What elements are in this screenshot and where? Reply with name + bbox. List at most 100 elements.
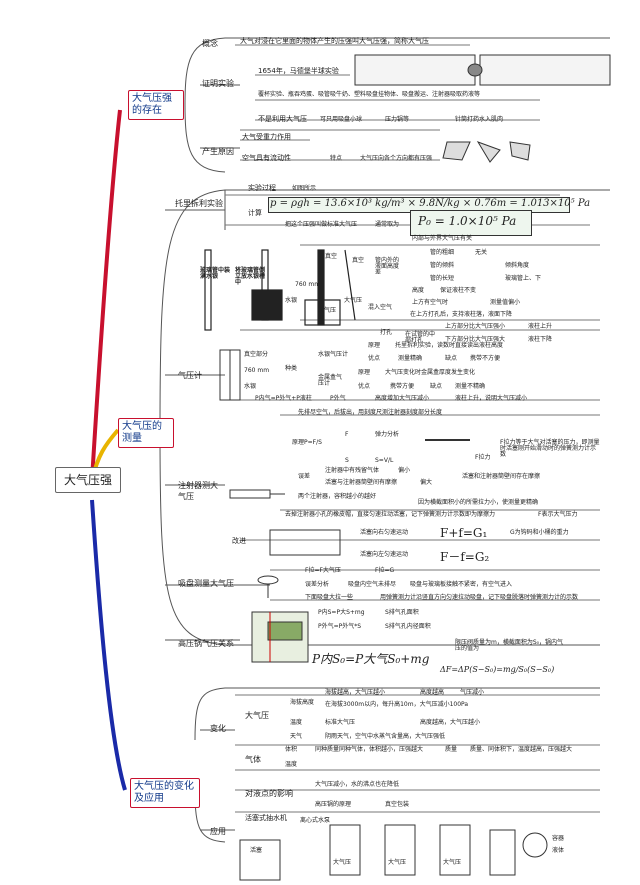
app-img-0: 活塞	[250, 847, 263, 854]
effect-b: 高压锅的原理	[315, 801, 352, 808]
suction-c1: 用弹簧测力计沿竖直方向匀速拉动吸盘，记下吸盘脱落时弹簧测力计的示数	[380, 594, 579, 601]
leak-a: 上方有空气时	[412, 299, 449, 306]
leak-b3: 下方部分比大气压强大	[445, 336, 506, 343]
alt-label: 海拔高度	[290, 699, 315, 706]
suction-b2: 吸盘与玻璃板接触不紧密，有空气进入	[410, 581, 513, 588]
img-label-3: 760 mm	[295, 281, 321, 288]
cause-b2: 大气压向各个方向都有压强	[360, 155, 433, 162]
merc-2: 优点	[368, 355, 381, 362]
std-note: 把这个压强叫做标准大气压	[285, 221, 358, 228]
merc-4: 缺点	[445, 355, 458, 362]
baro-alt3: 高度增加大气压减小	[375, 395, 430, 402]
syr-error-b: 活塞与注射器筒壁间有摩擦	[325, 479, 398, 486]
syr-eq2: F－f=G₂	[440, 550, 490, 564]
variation-label: 变化	[210, 724, 226, 733]
app-label: 应用	[210, 827, 226, 836]
tube-res-2: 玻璃管上、下	[505, 275, 542, 282]
gas-v: 体积	[285, 746, 298, 753]
std-note2: 通常取为	[375, 221, 400, 228]
std-pressure-box	[410, 210, 532, 236]
std-pressure: P₀ = 1.0×10⁵ Pa	[418, 214, 517, 228]
root-node[interactable]: 大气压强	[55, 467, 122, 493]
syr-error-a1: 偏小	[398, 467, 411, 474]
leak-a1: 测量值偏小	[490, 299, 521, 306]
merc-3: 测量精确	[398, 355, 423, 362]
gas-b: 温度	[285, 761, 298, 768]
merc-5: 携带不方便	[470, 355, 501, 362]
leak-b0: 在上方打孔后，支持液柱落，液面下降	[410, 311, 513, 318]
suction-a: F拉=F大气压	[305, 567, 341, 574]
branch-existence[interactable]: 大气压强的存在	[128, 90, 184, 120]
proof-b: 覆杯实验、瓶吞鸡蛋、吸管吸牛奶、塑料吸盘挂物体、吸盘搬运、注射器吸取药液等	[258, 91, 481, 98]
baro-mercury: 水银气压计	[318, 351, 349, 358]
cooker-a: P内S=P大S+mg	[318, 609, 365, 616]
pressure-shapes-image	[442, 141, 531, 163]
syr-error: 误差	[298, 473, 311, 480]
syr-improve: 改进	[232, 537, 246, 545]
cause-a: 大气受重力作用	[242, 133, 291, 141]
baro-alt4: 液柱上升，说明大气压减小	[455, 395, 528, 402]
baro-aneroid: 金属盒气压计	[318, 374, 343, 387]
cooker-eq2: ΔF=ΔP(S−S₀)=mg/S₀(S−S₀)	[440, 665, 555, 674]
app-img-5: 液体	[552, 847, 565, 854]
torricelli-image	[204, 249, 356, 331]
app-img-1: 大气压	[333, 859, 352, 866]
syringe-step: 先排尽空气，后拔出，用刻度尺测注射器刻度部分长度	[298, 409, 443, 416]
gas-a: 同种质量同种气体，体积越小，压强越大	[315, 746, 424, 753]
gas-c: 质量	[445, 746, 458, 753]
app-img-2: 大气压	[388, 859, 407, 866]
weather-a: 阴雨天气，空气中水蒸气含量高，大气压强低	[325, 733, 446, 740]
syringe-image	[229, 439, 470, 556]
tube-sub-1: 管的粗细	[430, 249, 455, 256]
tube-height: 高度	[412, 287, 425, 294]
branch-measure[interactable]: 大气压的测量	[118, 418, 174, 448]
tube-sub-2: 管的倾斜	[430, 262, 455, 269]
tube-sub-3: 管的长短	[430, 275, 455, 282]
effect-a: 大气压减小，水的沸点也在降低	[315, 781, 400, 788]
concept-label: 概念	[202, 39, 218, 48]
baro-img-1: 760 mm	[244, 367, 270, 374]
merc-0: 原理	[368, 342, 381, 349]
syr-two-note: 因为横截面积小的所需拉力小，使测量更精确	[418, 499, 539, 506]
leak-b4: 液柱上升	[528, 323, 553, 330]
baro-img-0: 真空部分	[244, 351, 269, 358]
calc-equation: p = ρgh = 13.6×10³ kg/m³ × 9.8N/kg × 0.7…	[270, 198, 591, 209]
img-label-2: 水银	[285, 297, 298, 304]
app-b: 离心式水泵	[300, 817, 331, 824]
syr-eq1: F+f=G₁	[440, 526, 488, 540]
gas-c1: 质量、同体积下，温度越高，压强越大	[470, 746, 573, 753]
img-label-0: 玻璃管中装满水银	[200, 267, 231, 280]
syr-eq1-note: G为钩码和小桶的重力	[510, 529, 569, 536]
syringe-label: 注射器测大气压	[178, 481, 218, 501]
pressure-cooker-image	[251, 611, 309, 663]
proof-c: 不是利用大气压	[258, 115, 307, 123]
aner-0: 原理	[358, 369, 371, 376]
tube-res-1: 倾斜角度	[505, 262, 530, 269]
leak-label: 混入空气	[368, 304, 393, 311]
temp-b: 高度越高，大气压越小	[420, 719, 481, 726]
suction-b1: 吸盘内空气未排尽	[348, 581, 397, 588]
cooker-note: 限压阀质量为m，横截面积为S₀，锅内气压的值为	[455, 639, 564, 652]
process-label: 实验过程	[248, 184, 276, 192]
branch-change[interactable]: 大气压的变化及应用	[130, 778, 200, 808]
img-label-6: 大气压	[318, 307, 337, 314]
cooker-eq: P内S₀=P大气S₀+mg	[312, 652, 430, 666]
syr-error-b1: 偏大	[420, 479, 433, 486]
syr-error-note: 活塞和注射器筒壁间存在摩擦	[462, 473, 541, 480]
aner-3: 携带方便	[390, 383, 415, 390]
aner-5: 测量不精确	[455, 383, 486, 390]
suction-label: 吸盘测量大气压	[178, 579, 234, 588]
syr-row-1: 弹力分析	[375, 431, 400, 438]
air-pressure-label: 大气压	[245, 711, 269, 720]
cause-b: 空气具有流动性	[242, 154, 291, 162]
gas-label: 气体	[245, 755, 261, 764]
effect-c: 真空包装	[385, 801, 410, 808]
syr-error-a: 注射器中有残留气体	[325, 467, 380, 474]
aner-4: 缺点	[430, 383, 443, 390]
syr-row-2: S	[345, 457, 349, 464]
syringe-principle: 原理P=F/S	[292, 439, 322, 446]
concept-text: 大气对浸在它里面的物体产生的压强叫大气压强，简称大气压	[240, 37, 429, 45]
syr-two: 两个注射器，容积越小的越好	[298, 493, 377, 500]
syr-improve-a: 去掉注射器小孔的橡皮帽，直接匀速拉动活塞，记下弹簧测力计示数即为摩擦力	[285, 511, 496, 518]
